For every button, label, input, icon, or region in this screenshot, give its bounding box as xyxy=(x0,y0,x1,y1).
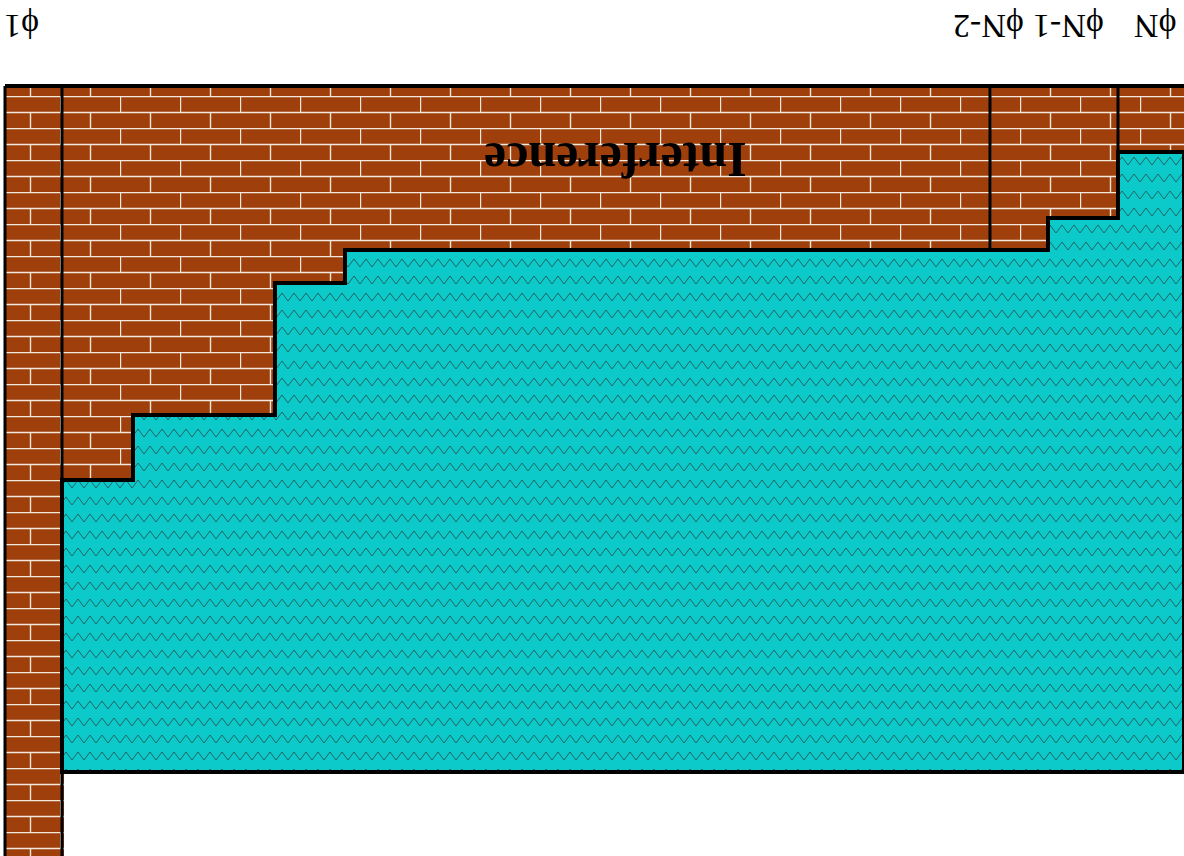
potential-label: ϕN xyxy=(1134,9,1176,43)
potential-label: ϕN-2 xyxy=(953,9,1024,43)
potential-label: ϕ1 xyxy=(4,9,39,43)
brick-mass xyxy=(5,86,1184,856)
potential-label: ϕN-1 xyxy=(1033,9,1104,43)
region-title: Interference xyxy=(484,135,747,185)
water-region xyxy=(62,152,1184,772)
open-region xyxy=(64,774,1184,856)
